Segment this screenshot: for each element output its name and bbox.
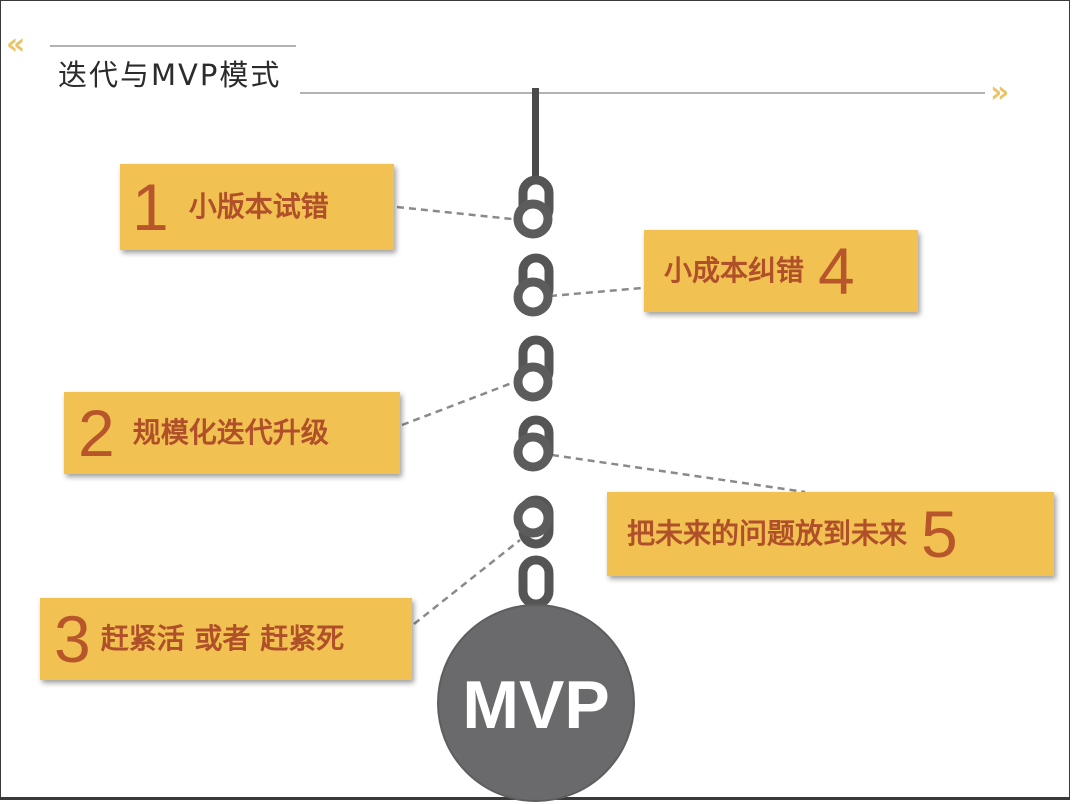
label-number: 2 [78, 396, 115, 470]
page-title: 迭代与MVP模式 [58, 58, 282, 92]
connector-3 [413, 539, 521, 625]
mvp-label: MVP [462, 667, 609, 743]
chain-rod [532, 88, 539, 181]
chain-ring [513, 199, 553, 239]
chain-link [518, 555, 554, 609]
chain-ring [513, 432, 553, 472]
chain-ring [513, 362, 553, 402]
left-chevron-icon: « [6, 27, 25, 62]
connector-1 [396, 205, 513, 221]
label-number: 3 [54, 602, 91, 676]
connector-5 [551, 453, 806, 494]
label-text: 小版本试错 [188, 190, 329, 223]
mvp-ball [438, 605, 634, 801]
right-chevron-icon: » [990, 75, 1009, 110]
label-text: 把未来的问题放到未来 [627, 517, 908, 550]
label-text: 小成本纠错 [664, 254, 805, 287]
label-box-4: 小成本纠错 4 [644, 230, 918, 312]
connector-2 [401, 381, 513, 427]
label-number: 5 [921, 497, 958, 571]
label-box-3: 3 赶紧活 或者 赶紧死 [40, 598, 412, 680]
chain-ring [513, 498, 553, 538]
label-number: 1 [132, 170, 169, 244]
label-text: 赶紧活 或者 赶紧死 [100, 622, 345, 655]
connector-4 [549, 286, 643, 298]
label-box-2: 2 规模化迭代升级 [64, 392, 400, 474]
label-box-1: 1 小版本试错 [120, 164, 394, 250]
label-number: 4 [818, 234, 855, 308]
chain-ring [513, 277, 553, 317]
label-text: 规模化迭代升级 [132, 416, 329, 449]
label-box-5: 把未来的问题放到未来 5 [607, 492, 1054, 576]
